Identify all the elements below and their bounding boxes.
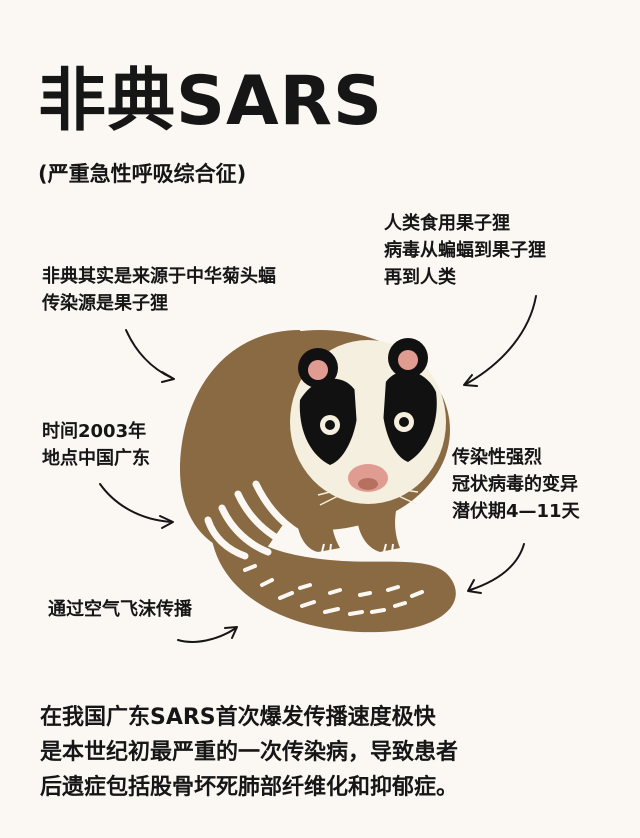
- arrow-time-place: [99, 483, 174, 529]
- arrow-features: [467, 543, 525, 594]
- summary-text: 在我国广东SARS首次爆发传播速度极快 是本世纪初最严重的一次传染病，导致患者 …: [40, 700, 458, 805]
- page-title: 非典SARS: [38, 62, 383, 141]
- note-line: 非典其实是来源于中华菊头蝠: [42, 266, 276, 287]
- summary-line: 后遗症包括股骨坏死肺部纤维化和抑郁症。: [40, 775, 459, 800]
- summary-line: 在我国广东SARS首次爆发传播速度极快: [40, 705, 436, 730]
- note-line: 再到人类: [384, 267, 456, 288]
- arrow-route: [463, 295, 537, 387]
- note-time-place: 时间2003年 地点中国广东: [42, 418, 150, 472]
- arrow-spread: [177, 626, 238, 643]
- note-line: 病毒从蝙蝠到果子狸: [384, 240, 546, 261]
- page-subtitle: (严重急性呼吸综合征): [38, 162, 247, 186]
- note-origin: 非典其实是来源于中华菊头蝠 传染源是果子狸: [42, 263, 276, 317]
- civet-tail: [210, 505, 456, 633]
- note-spread: 通过空气飞沫传播: [48, 596, 192, 623]
- note-line: 传染源是果子狸: [42, 293, 168, 314]
- arrow-origin: [125, 329, 175, 383]
- note-features: 传染性强烈 冠状病毒的变异 潜伏期4—11天: [452, 444, 580, 525]
- note-route: 人类食用果子狸 病毒从蝙蝠到果子狸 再到人类: [384, 210, 546, 291]
- note-line: 地点中国广东: [42, 448, 150, 469]
- summary-line: 是本世纪初最严重的一次传染病，导致患者: [40, 740, 459, 765]
- note-line: 潜伏期4—11天: [452, 501, 580, 522]
- note-line: 通过空气飞沫传播: [48, 599, 192, 620]
- note-line: 时间2003年: [42, 421, 147, 442]
- civet-head: [290, 338, 446, 506]
- note-line: 冠状病毒的变异: [452, 474, 578, 495]
- note-line: 传染性强烈: [452, 447, 542, 468]
- note-line: 人类食用果子狸: [384, 213, 510, 234]
